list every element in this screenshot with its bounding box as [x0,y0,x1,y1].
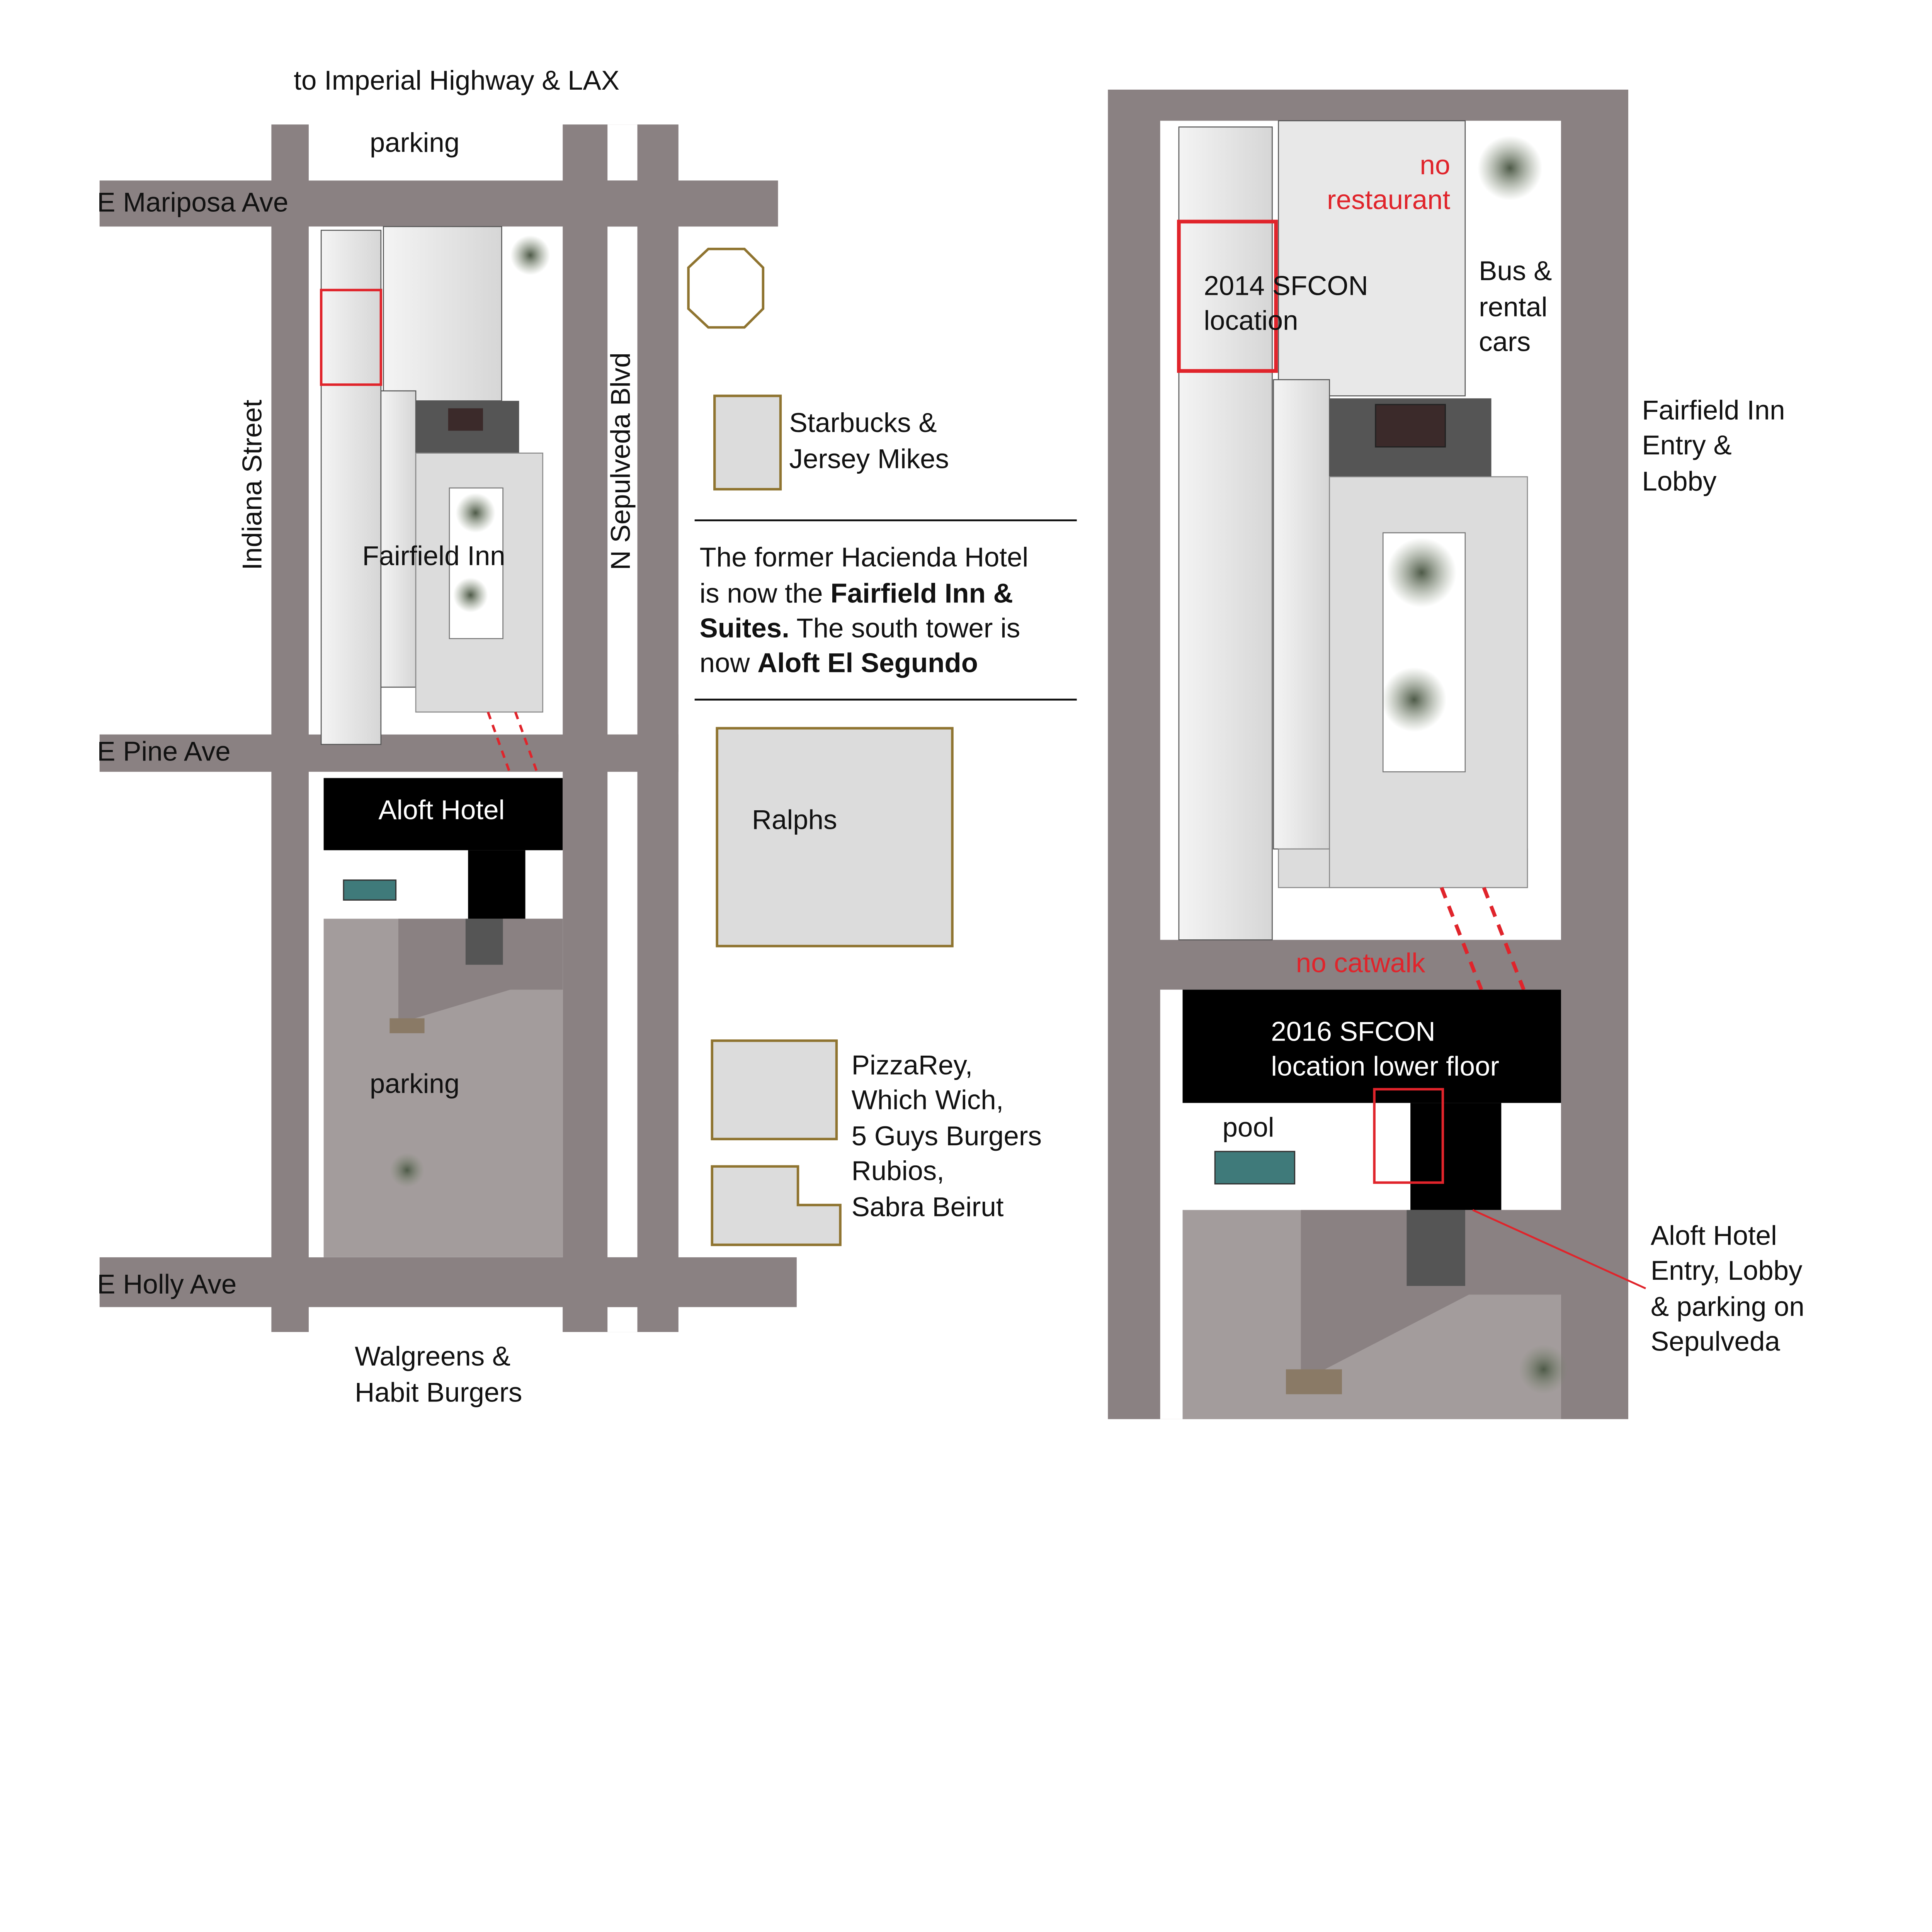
entry-canopy [448,408,483,431]
top-parking-label: parking [370,128,459,158]
tree-icon [453,577,488,613]
aloft-entry [465,918,503,965]
aloft-building [1182,990,1561,1103]
tree-icon [456,493,496,533]
sfcon-2016-label: 2016 SFCON [1271,1016,1435,1047]
aloft-entry-label: Entry, Lobby [1651,1255,1803,1286]
aloft-parking-label: parking [370,1069,459,1099]
pool-icon [1214,1151,1296,1185]
aloft-label: Aloft Hotel [378,795,505,825]
fairfield-label: Fairfield Inn [362,541,505,571]
tree-icon [1386,537,1457,608]
catwalk-line [486,711,512,775]
restaurant-building [383,226,502,401]
food-building [711,1039,838,1141]
entry-canopy [1375,404,1446,448]
aloft-parking [323,918,563,1257]
pine-road [99,734,679,772]
note-line: now Aloft El Segundo [700,648,978,679]
food-label: Rubios, [852,1156,944,1186]
bench [1286,1369,1342,1395]
ralphs-label: Ralphs [752,805,837,835]
median [607,124,638,181]
aloft-building [323,778,563,850]
fairfield-entry-label: Fairfield Inn [1642,395,1785,426]
mariposa-road [99,180,778,227]
no-catwalk-label: no catwalk [1296,948,1425,978]
aloft-tower [1410,1103,1502,1210]
street-holly: E Holly Ave [97,1269,236,1299]
food-building [711,1165,842,1246]
bus-label: rental [1479,292,1547,322]
pool-label: pool [1223,1112,1274,1143]
driveway [398,918,563,1024]
food-label: PizzaRey, [852,1050,973,1080]
aloft-entry-label: & parking on [1651,1291,1804,1322]
el-segundo-map: to Imperial Highway & LAX parking E Mari… [97,65,1804,1419]
tree-icon [1382,667,1447,732]
tree-icon [1478,136,1543,201]
north-tower [320,230,382,745]
note-line: Suites. The south tower is [700,613,1020,643]
bench [389,1018,425,1033]
bus-label: cars [1479,327,1531,357]
right-map-detail: no restaurant 2014 SFCON location Bus & … [1108,89,1646,1419]
sfcon-2016-marker [1373,1088,1444,1184]
starbucks-label: Jersey Mikes [789,444,949,474]
starbucks-label: Starbucks & [789,408,937,438]
no-restaurant-label: restaurant [1327,185,1450,215]
note-line: is now the Fairfield Inn & [700,578,1013,609]
south-label: Habit Burgers [355,1378,522,1408]
driveway [1301,1210,1561,1382]
left-map: to Imperial Highway & LAX parking E Mari… [97,65,797,1408]
north-tower [1178,126,1273,940]
sfcon-2014-marker [320,289,383,386]
aloft-tower [468,850,526,919]
fairfield-entry-label: Lobby [1642,466,1717,497]
legend: Starbucks & Jersey Mikes The former Haci… [687,248,1077,1246]
restaurant-building [1278,120,1466,396]
street-sepulveda: N Sepulveda Blvd [605,352,636,570]
food-label: Sabra Beirut [852,1192,1004,1223]
ralphs-building [716,727,954,947]
median [607,1307,638,1332]
wing [1273,379,1330,850]
no-restaurant-label: no [1420,150,1450,180]
tree-icon [389,1153,425,1188]
south-label: Walgreens & [355,1341,510,1372]
fairfield-entry-label: Entry & [1642,430,1731,461]
north-label: to Imperial Highway & LAX [294,65,619,96]
sfcon-2014-label: 2014 SFCON [1204,271,1368,301]
street-mariposa: E Mariposa Ave [97,187,288,218]
aloft-entry [1406,1210,1465,1286]
starbucks-building [713,395,782,491]
street-pine: E Pine Ave [97,736,230,767]
holly-road [99,1257,797,1307]
pointer-line [1472,1209,1646,1289]
aloft-entry-label: Aloft Hotel [1651,1221,1777,1251]
aloft-entry-label: Sepulveda [1651,1326,1780,1357]
food-label: 5 Guys Burgers [852,1121,1042,1151]
indiana-street-road [271,124,309,1332]
sfcon-2016-label: location lower floor [1271,1051,1499,1082]
tree-icon [510,235,550,275]
tree-icon [1519,1344,1569,1395]
bus-label: Bus & [1479,256,1552,286]
food-label: Which Wich, [852,1085,1004,1115]
sfcon-2014-marker [1177,219,1278,373]
parking-lot [308,124,563,181]
street-indiana: Indiana Street [237,400,268,570]
note-line: The former Hacienda Hotel [700,542,1029,573]
sfcon-2014-label: location [1204,306,1298,336]
catwalk-line [514,711,539,775]
octagon-marker [687,248,765,329]
pool-icon [343,879,397,901]
wing [380,390,417,688]
